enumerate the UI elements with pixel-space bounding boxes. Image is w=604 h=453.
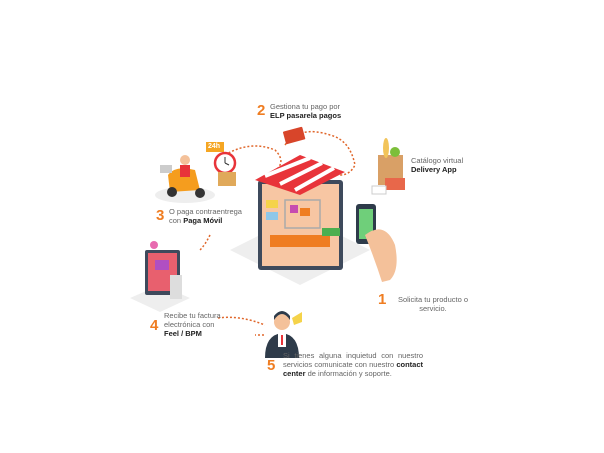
step-3-number: 3 — [156, 207, 165, 224]
step-2-bold: ELP pasarela pagos — [270, 111, 342, 120]
store-icon — [255, 155, 345, 270]
clock-icon — [206, 142, 237, 186]
step-4-number: 4 — [150, 317, 159, 334]
dotted-paths — [199, 130, 356, 336]
step-5-label-after: de información y soporte. — [307, 369, 392, 378]
catalog-label: Catálogo virtual — [411, 156, 464, 165]
step-5-bold: contact center — [283, 360, 423, 378]
clock-badge: 24h — [208, 143, 221, 150]
step-3-text: O paga contraentrega con Paga Móvil — [169, 207, 254, 225]
step-4-bold: Feel / BPM — [164, 329, 202, 338]
grocery-bag-icon — [371, 138, 405, 195]
catalog-bold: Delivery App — [411, 165, 457, 174]
step-3-label: O paga contraentrega con — [169, 207, 242, 225]
smartphone-hand-icon — [356, 204, 397, 282]
step-5-number: 5 — [267, 357, 276, 374]
step-1-text: Solicita tu producto o servicio. — [397, 295, 469, 313]
step-1-number: 1 — [378, 291, 387, 308]
invoice-monitor-icon — [130, 241, 190, 312]
contact-center-agent-icon — [265, 311, 302, 358]
step-5-label: Si tienes alguna inquietud con nuestro s… — [283, 351, 423, 369]
step-4-label: Recibe tu factura electrónica con — [164, 311, 221, 329]
step-5-text: Si tienes alguna inquietud con nuestro s… — [283, 351, 423, 378]
step-2-label: Gestiona tu pago por — [270, 102, 341, 111]
step-3-bold: Paga Móvil — [183, 216, 223, 225]
credit-card-icon — [283, 126, 306, 145]
step-2-number: 2 — [257, 102, 266, 119]
delivery-scooter-icon — [155, 155, 215, 203]
